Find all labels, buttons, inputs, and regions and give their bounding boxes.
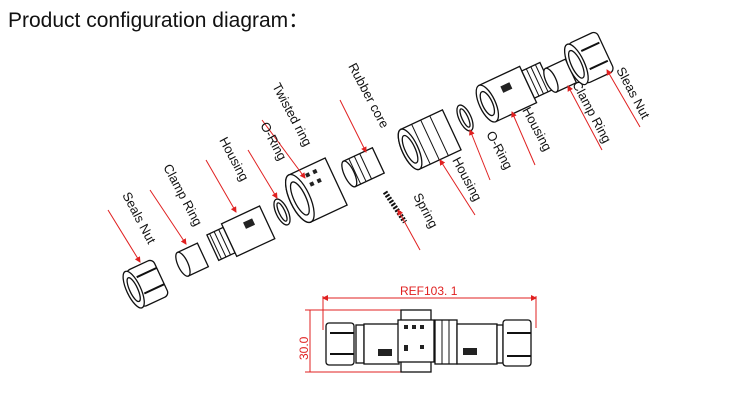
part-spring	[382, 190, 408, 224]
label-o-ring-right: O-Ring	[483, 128, 516, 171]
diagram-title: Product configuration diagram：	[8, 9, 310, 32]
dimension-height: 30.0	[297, 336, 311, 360]
part-housing-right	[475, 61, 554, 123]
part-o-ring-right	[456, 104, 474, 132]
label-seals-nut-right: Sleas Nut	[613, 64, 653, 121]
label-clamp-ring-left: Clamp Ring	[160, 161, 205, 228]
part-seals-nut-right	[563, 31, 614, 86]
part-seals-nut-left	[122, 259, 169, 309]
part-rubber-core	[341, 146, 386, 188]
part-housing-left	[206, 205, 276, 262]
label-housing-right: Housing	[519, 104, 555, 153]
part-housing-mid	[397, 109, 462, 171]
part-o-ring-left	[273, 198, 291, 226]
label-o-ring-left: O-Ring	[257, 119, 290, 162]
label-spring: Spring	[410, 190, 441, 230]
assembled-view: REF103. 1 30.0	[297, 284, 537, 373]
label-housing-mid: Housing	[449, 154, 485, 203]
leader-lines	[107, 69, 641, 263]
label-housing-left: Housing	[216, 134, 252, 183]
dimension-length: REF103. 1	[400, 284, 458, 298]
label-clamp-ring-right: Clamp Ring	[569, 78, 614, 145]
part-clamp-ring-left	[175, 242, 210, 277]
label-rubber-core: Rubber core	[345, 60, 392, 130]
